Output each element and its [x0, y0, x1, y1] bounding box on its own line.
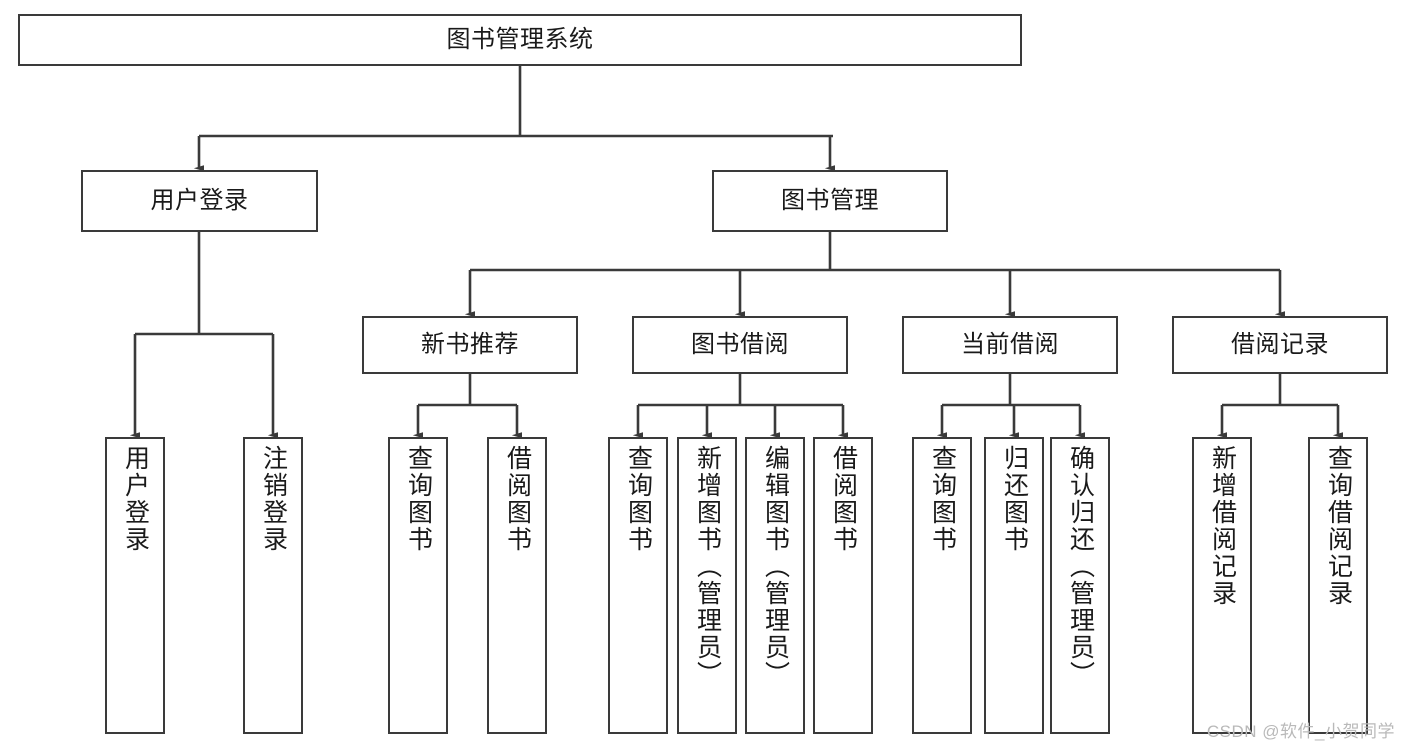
leaf-add-book-admin-label: 新增图书（管理员） — [693, 445, 722, 688]
leaf-add-borrow-record-label: 新增借阅记录 — [1208, 445, 1237, 607]
node-borrow-record[interactable]: 借阅记录 — [1172, 316, 1388, 374]
leaf-add-borrow-record[interactable]: 新增借阅记录 — [1192, 437, 1252, 734]
edge-bookborrow-to-leaves — [632, 374, 849, 439]
edge-bookmanage-to-level3 — [464, 232, 1286, 318]
node-root-label: 图书管理系统 — [446, 25, 594, 53]
edge-newbook-to-leaves — [412, 374, 523, 439]
leaf-borrow-book-recommend[interactable]: 借阅图书 — [487, 437, 547, 734]
edge-currentborrow-to-leaves — [936, 374, 1086, 439]
leaf-borrow-book-label: 借阅图书 — [829, 445, 858, 553]
leaf-query-book-recommend[interactable]: 查询图书 — [388, 437, 448, 734]
node-book-manage[interactable]: 图书管理 — [712, 170, 948, 232]
edge-borrowrecord-to-leaves — [1216, 374, 1344, 439]
node-new-book-recommend[interactable]: 新书推荐 — [362, 316, 578, 374]
leaf-edit-book-admin[interactable]: 编辑图书（管理员） — [745, 437, 805, 734]
node-book-borrow-label: 图书借阅 — [691, 330, 789, 358]
leaf-borrow-book-recommend-label: 借阅图书 — [503, 445, 532, 553]
node-root[interactable]: 图书管理系统 — [18, 14, 1022, 66]
node-user-login-label: 用户登录 — [150, 186, 249, 214]
leaf-query-borrow-record-label: 查询借阅记录 — [1324, 445, 1353, 607]
node-book-borrow[interactable]: 图书借阅 — [632, 316, 848, 374]
leaf-user-login-label: 用户登录 — [121, 445, 150, 553]
node-user-login[interactable]: 用户登录 — [81, 170, 318, 232]
leaf-add-book-admin[interactable]: 新增图书（管理员） — [677, 437, 737, 734]
leaf-borrow-book[interactable]: 借阅图书 — [813, 437, 873, 734]
edge-userlogin-to-leaves — [129, 232, 279, 439]
node-current-borrow-label: 当前借阅 — [961, 330, 1059, 358]
leaf-query-borrow-record[interactable]: 查询借阅记录 — [1308, 437, 1368, 734]
leaf-query-book-borrow[interactable]: 查询图书 — [608, 437, 668, 734]
node-borrow-record-label: 借阅记录 — [1231, 330, 1329, 358]
leaf-confirm-return-admin[interactable]: 确认归还（管理员） — [1050, 437, 1110, 734]
node-current-borrow[interactable]: 当前借阅 — [902, 316, 1118, 374]
node-new-book-recommend-label: 新书推荐 — [421, 330, 519, 358]
leaf-logout-login-label: 注销登录 — [259, 445, 288, 553]
node-book-manage-label: 图书管理 — [781, 186, 879, 214]
leaf-user-login[interactable]: 用户登录 — [105, 437, 165, 734]
leaf-query-book-current[interactable]: 查询图书 — [912, 437, 972, 734]
leaf-edit-book-admin-label: 编辑图书（管理员） — [761, 445, 790, 688]
leaf-query-book-recommend-label: 查询图书 — [404, 445, 433, 553]
leaf-return-book-label: 归还图书 — [1000, 445, 1029, 553]
leaf-logout-login[interactable]: 注销登录 — [243, 437, 303, 734]
leaf-query-book-current-label: 查询图书 — [928, 445, 957, 553]
leaf-query-book-borrow-label: 查询图书 — [624, 445, 653, 553]
edge-root-to-level2 — [193, 66, 836, 172]
leaf-confirm-return-admin-label: 确认归还（管理员） — [1066, 445, 1095, 688]
leaf-return-book[interactable]: 归还图书 — [984, 437, 1044, 734]
